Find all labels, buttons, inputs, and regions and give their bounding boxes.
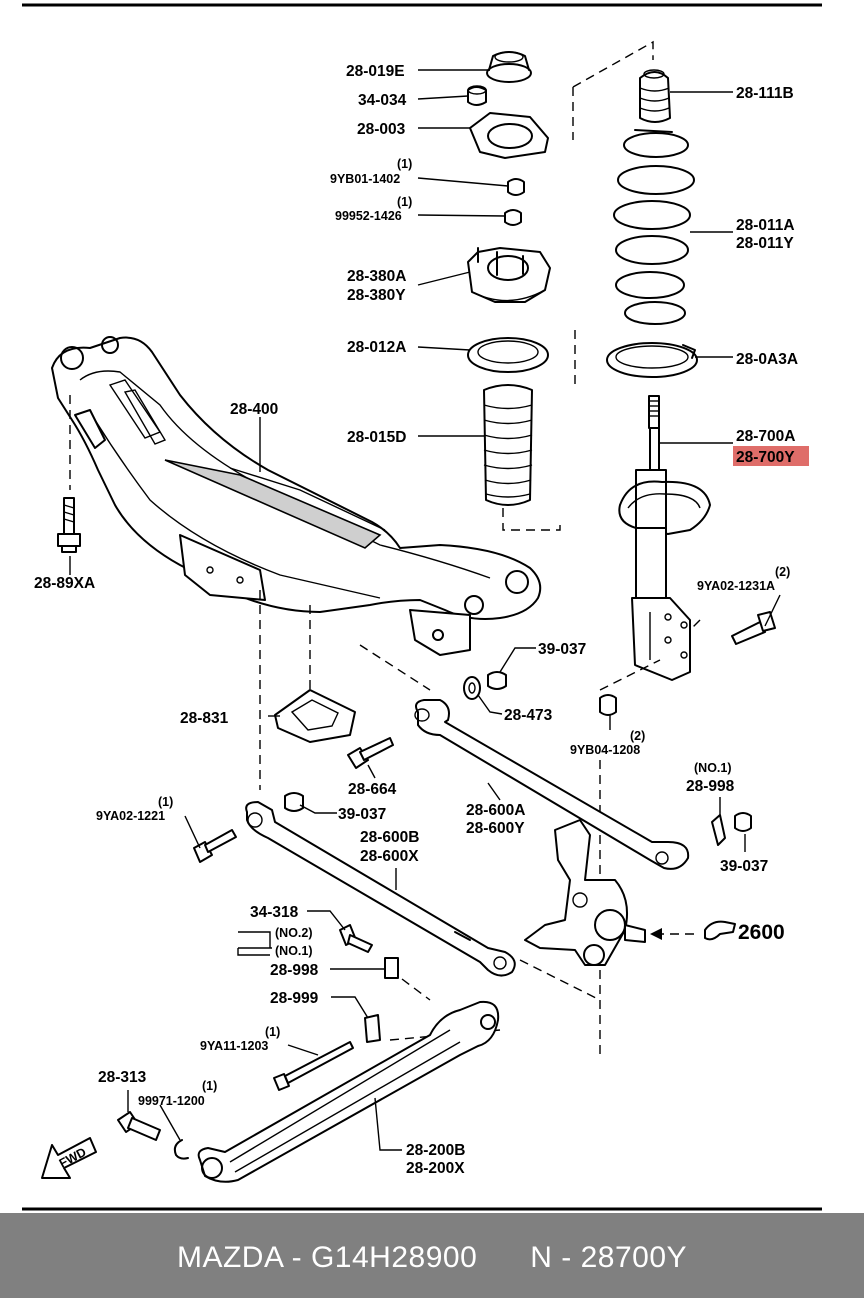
bolt-9YA11-1203 — [273, 1041, 354, 1091]
label-28-664: 28-664 — [348, 781, 397, 798]
parts-diagram: 28-019E 34-034 28-003 (1) 9YB01-1402 (1)… — [22, 3, 822, 1211]
label-34-034: 34-034 — [358, 92, 407, 109]
bolt-9YA02-1221 — [193, 829, 237, 863]
nut-9YB04-1208 — [599, 694, 617, 716]
label-9YA11-1203-qty: (1) — [265, 1025, 280, 1039]
label-28-700Y: 28-700Y — [736, 449, 795, 466]
shock-absorber-28-700A — [618, 395, 711, 681]
label-9YA02-1221: 9YA02-1221 — [96, 809, 165, 823]
crossmember-28-400 — [51, 336, 542, 656]
nut-34-034 — [467, 85, 487, 106]
label-28-998-upper: 28-998 — [686, 778, 735, 795]
label-28-313: 28-313 — [98, 1069, 147, 1086]
spring-seat-28-0A3A — [606, 342, 698, 378]
guide-line-strut-bolt — [689, 619, 701, 631]
forward-arrow-icon — [41, 1137, 97, 1179]
bolt-9YA02-1231A — [731, 611, 776, 645]
label-99971-1200: 99971-1200 — [138, 1094, 205, 1108]
footer-part-number: MAZDA - G14H28900 N - 28700Y — [176, 1241, 688, 1274]
guide-line-spring-top — [572, 40, 654, 140]
label-9YA02-1231A: 9YA02-1231A — [697, 579, 775, 593]
label-34-318: 34-318 — [250, 904, 299, 921]
label-9YA02-1231A-qty: (2) — [775, 565, 790, 579]
label-9YB01-1402: 9YB01-1402 — [330, 172, 400, 186]
nut-39-037-right — [734, 812, 752, 832]
washer-plate-28-003 — [469, 112, 549, 159]
guide-line-strut-nut — [599, 659, 661, 691]
adjuster-28-998-lower — [384, 957, 399, 979]
leader-lines — [69, 69, 781, 1151]
bolt-34-318 — [339, 924, 373, 953]
guide-line-boot — [502, 508, 561, 531]
label-99952-1426-qty: (1) — [397, 195, 412, 209]
pad-28-831 — [274, 689, 356, 743]
pointing-hand-icon — [704, 920, 736, 941]
label-9YA02-1221-qty: (1) — [158, 795, 173, 809]
label-99952-1426: 99952-1426 — [335, 209, 402, 223]
coil-spring-28-011A — [613, 129, 695, 325]
adjuster-28-998-upper — [711, 814, 726, 846]
bolt-28-664 — [347, 737, 394, 769]
label-9YB04-1208: 9YB04-1208 — [570, 743, 640, 757]
label-39-037-right: 39-037 — [720, 858, 768, 875]
label-no1: (NO.1) — [275, 944, 313, 958]
bolt-28-313 — [117, 1111, 161, 1141]
label-28-200B: 28-200B — [406, 1142, 465, 1159]
nut-9YB01-1402 — [507, 178, 525, 196]
adjuster-28-999 — [364, 1014, 381, 1043]
label-2600: 2600 — [738, 921, 785, 944]
label-9YB04-1208-qty: (2) — [630, 729, 645, 743]
label-28-600B: 28-600B — [360, 829, 419, 846]
label-28-999: 28-999 — [270, 990, 319, 1007]
label-28-998-upper-note: (NO.1) — [694, 761, 732, 775]
label-28-019E: 28-019E — [346, 63, 405, 80]
label-28-831: 28-831 — [180, 710, 229, 727]
trailing-arm-28-200B — [197, 1000, 500, 1183]
label-39-037-middle: 39-037 — [338, 806, 386, 823]
clip-99971-1200 — [173, 1139, 189, 1160]
label-28-380Y: 28-380Y — [347, 287, 406, 304]
label-28-380A: 28-380A — [347, 268, 406, 285]
footer-bar: MAZDA - G14H28900 N - 28700Y — [0, 1213, 864, 1298]
lateral-arm-28-600B — [245, 801, 516, 977]
arrowhead-2600 — [650, 928, 662, 940]
label-28-012A: 28-012A — [347, 339, 406, 356]
strut-mount-28-380A — [467, 247, 551, 303]
nut-39-037-upper — [487, 671, 507, 690]
label-28-600A: 28-600A — [466, 802, 525, 819]
dust-boot-28-015D — [483, 384, 533, 506]
label-99971-1200-qty: (1) — [202, 1079, 217, 1093]
label-28-003: 28-003 — [357, 121, 406, 138]
label-9YA11-1203: 9YA11-1203 — [200, 1039, 268, 1053]
label-28-200X: 28-200X — [406, 1160, 465, 1177]
label-28-600Y: 28-600Y — [466, 820, 525, 837]
label-no2: (NO.2) — [275, 926, 313, 940]
lateral-arm-28-600A — [414, 699, 690, 870]
label-28-400: 28-400 — [230, 401, 278, 418]
label-28-700A: 28-700A — [736, 428, 795, 445]
washer-28-473 — [463, 676, 481, 700]
label-39-037-upper: 39-037 — [538, 641, 586, 658]
nut-39-037-middle — [284, 792, 304, 812]
highlight-28-700Y — [733, 446, 809, 466]
label-28-998-lower: 28-998 — [270, 962, 319, 979]
label-9YB01-1402-qty: (1) — [397, 157, 412, 171]
label-28-011Y: 28-011Y — [736, 235, 794, 252]
label-28-473: 28-473 — [504, 707, 553, 724]
label-28-111B: 28-111B — [736, 85, 794, 102]
label-fwd: FWD — [57, 1145, 89, 1171]
bolt-28-89XA — [57, 497, 81, 553]
nut-99952-1426 — [504, 209, 522, 226]
label-28-015D: 28-015D — [347, 429, 406, 446]
label-28-600X: 28-600X — [360, 848, 419, 865]
bump-stop-28-111B — [639, 69, 671, 123]
seat-ring-28-012A — [467, 337, 549, 373]
guide-line-arm-a — [359, 644, 431, 691]
knuckle — [524, 819, 646, 966]
label-28-0A3A: 28-0A3A — [736, 351, 798, 368]
label-28-89XA: 28-89XA — [34, 575, 95, 592]
label-28-011A: 28-011A — [736, 217, 795, 234]
mount-cap-28-019E — [486, 51, 532, 83]
